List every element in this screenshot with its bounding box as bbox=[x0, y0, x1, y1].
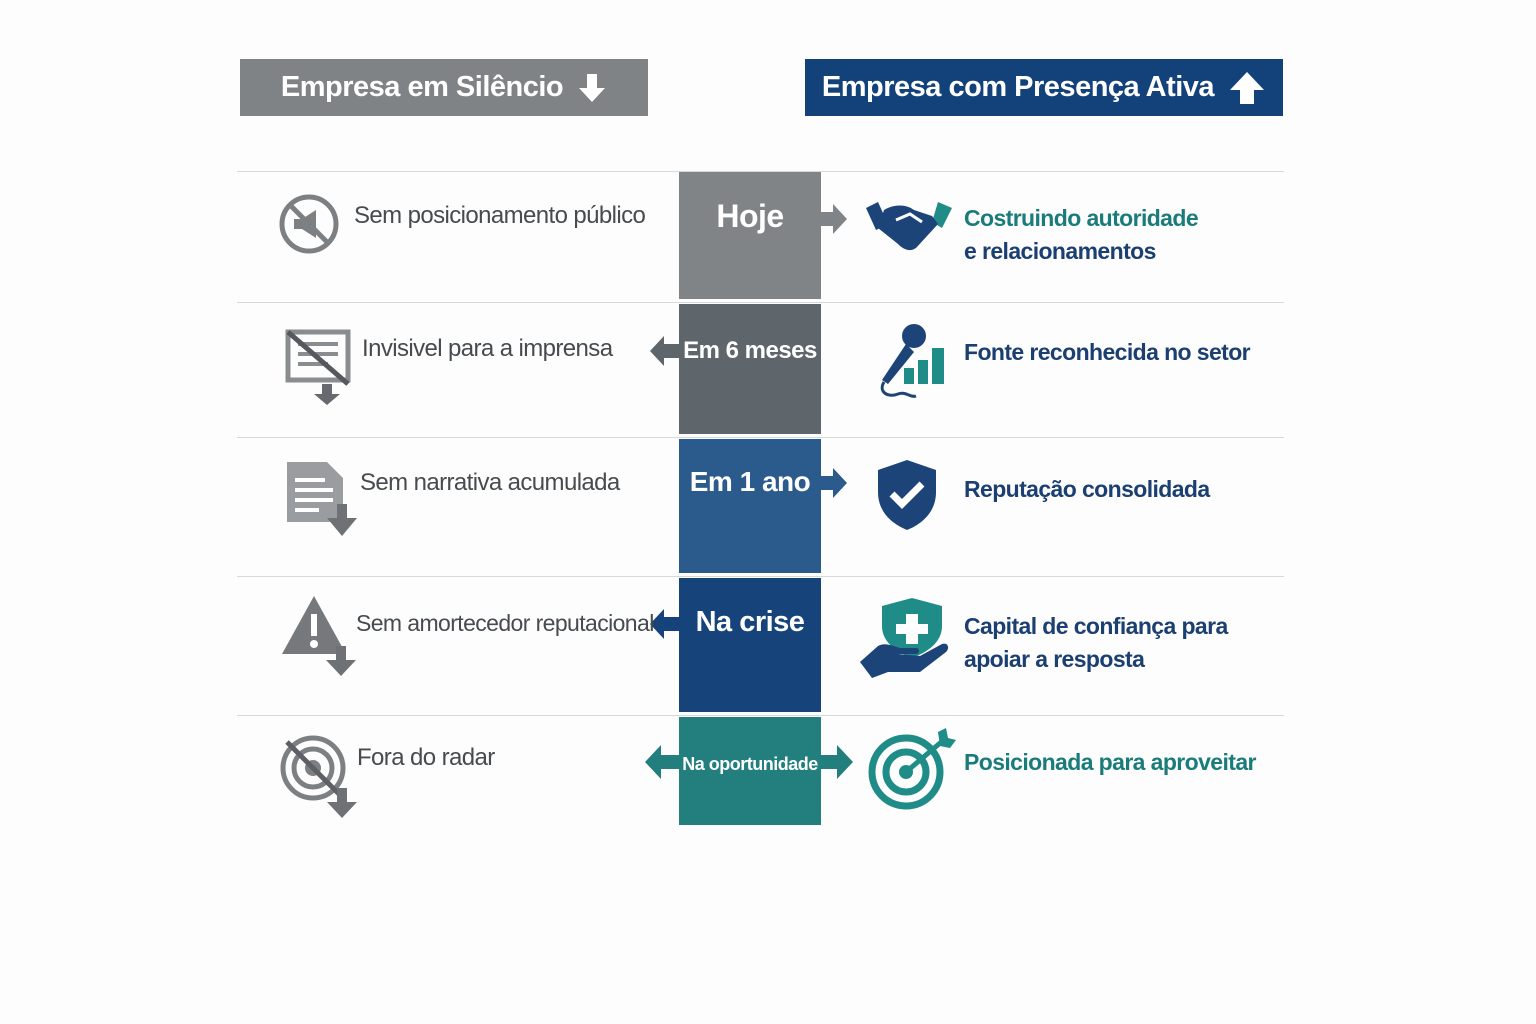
left-text: Sem amortecedor reputacional bbox=[356, 610, 654, 636]
target-off-icon bbox=[280, 735, 357, 818]
time-na-crise: Na crise bbox=[679, 578, 821, 712]
arrow-left-icon bbox=[650, 336, 679, 366]
right-text: Posicionada para aproveitar bbox=[964, 746, 1256, 779]
hidden-newspaper-icon bbox=[285, 329, 351, 405]
header-left-label: Empresa em Silêncio bbox=[280, 71, 564, 103]
right-text: Fonte reconhecida no setor bbox=[964, 336, 1251, 369]
time-label: Em 6 meses bbox=[683, 337, 817, 364]
time-label: Em 1 ano bbox=[689, 466, 811, 497]
arrow-right-icon bbox=[821, 204, 847, 234]
handshake-icon bbox=[866, 202, 952, 251]
time-1-ano: Em 1 ano bbox=[679, 439, 821, 573]
right-text: Capital de confiança para apoiar a respos… bbox=[964, 610, 1228, 676]
header-right-label: Empresa com Presença Ativa bbox=[821, 71, 1215, 103]
left-text: Sem posicionamento público bbox=[354, 202, 646, 229]
divider bbox=[237, 437, 1284, 438]
shield-hand-icon bbox=[860, 598, 949, 678]
divider bbox=[237, 715, 1284, 716]
left-text: Sem narrativa acumulada bbox=[360, 469, 620, 496]
time-label: Hoje bbox=[716, 198, 784, 234]
divider bbox=[237, 171, 1284, 172]
divider bbox=[237, 302, 1284, 303]
target-arrow-icon bbox=[868, 728, 956, 810]
header-silent-company: Empresa em Silêncio bbox=[240, 59, 648, 116]
time-6-meses: Em 6 meses bbox=[679, 304, 821, 434]
arrow-right-icon bbox=[821, 745, 853, 779]
divider bbox=[237, 576, 1284, 577]
time-hoje: Hoje bbox=[679, 172, 821, 299]
right-text-line2: apoiar a resposta bbox=[964, 646, 1145, 672]
right-text: Reputação consolidada bbox=[964, 473, 1210, 506]
header-active-company: Empresa com Presença Ativa bbox=[805, 59, 1283, 116]
left-text: Invisivel para a imprensa bbox=[362, 335, 613, 362]
right-text: Costruindo autoridade e relacionamentos bbox=[964, 202, 1199, 268]
right-text-line1: Posicionada para aproveitar bbox=[964, 749, 1256, 775]
right-text-line1: Costruindo autoridade bbox=[964, 205, 1199, 231]
arrow-left-icon bbox=[650, 609, 679, 639]
time-label: Na oportunidade bbox=[682, 754, 818, 774]
warning-down-icon bbox=[282, 596, 356, 676]
arrow-up-icon bbox=[1230, 71, 1265, 104]
right-text-line2: e relacionamentos bbox=[964, 238, 1156, 264]
time-oportunidade: Na oportunidade bbox=[679, 717, 821, 825]
shield-check-icon bbox=[878, 460, 936, 530]
microphone-chart-icon bbox=[880, 324, 944, 398]
muted-megaphone-icon bbox=[279, 194, 339, 254]
document-down-icon bbox=[287, 462, 357, 536]
left-text: Fora do radar bbox=[357, 744, 495, 771]
right-text-line1: Reputação consolidada bbox=[964, 476, 1210, 502]
arrow-left-icon bbox=[645, 745, 679, 779]
arrow-right-icon bbox=[821, 468, 847, 498]
arrow-down-icon bbox=[579, 73, 606, 102]
right-text-line1: Fonte reconhecida no setor bbox=[964, 339, 1251, 365]
right-text-line1: Capital de confiança para bbox=[964, 613, 1228, 639]
time-label: Na crise bbox=[695, 606, 805, 638]
